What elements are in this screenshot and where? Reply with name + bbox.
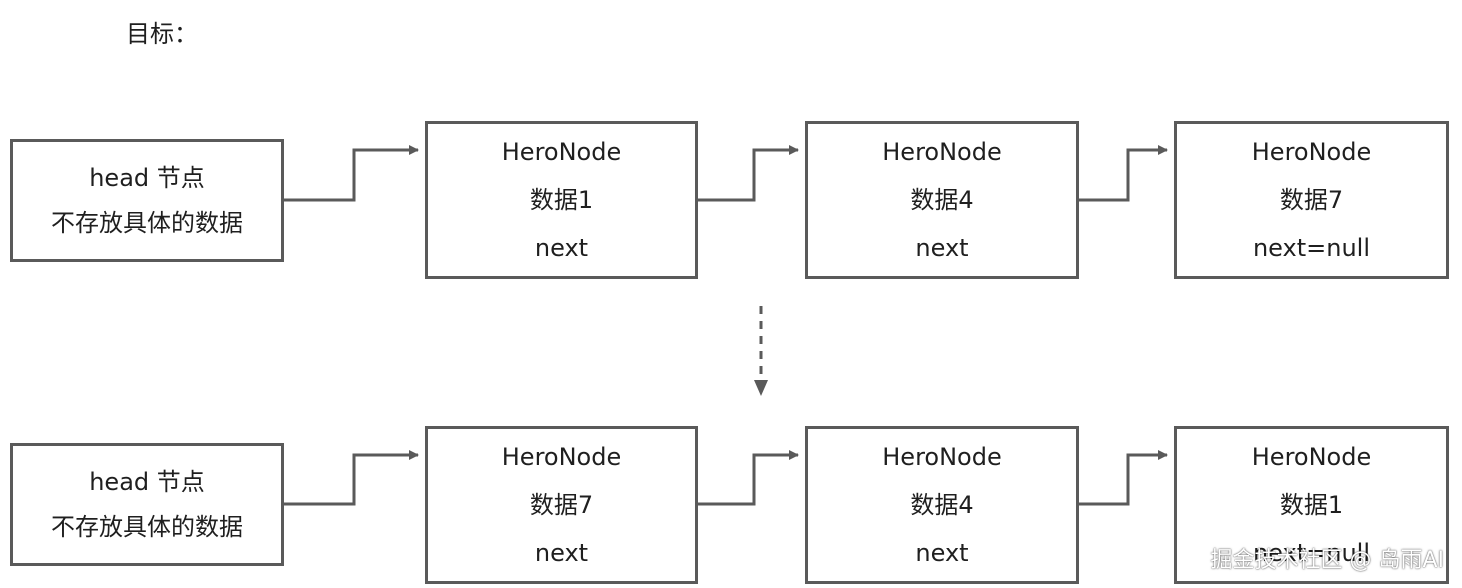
- hero-node-after-1: HeroNode 数据7 next: [425, 426, 698, 584]
- node-data-label: 数据7: [529, 491, 594, 519]
- arrow-head-to-node1-bottom: [283, 450, 419, 506]
- node-data-label: 数据4: [910, 491, 974, 519]
- head-label: head 节点: [89, 467, 205, 496]
- node-data-label: 数据1: [1279, 491, 1344, 519]
- hero-node-before-3: HeroNode 数据7 next=null: [1174, 121, 1449, 279]
- hero-node-before-1: HeroNode 数据1 next: [425, 121, 698, 279]
- node-type-label: HeroNode: [882, 138, 1002, 166]
- node-data-label: 数据4: [910, 186, 974, 214]
- arrow-node2-to-node3-top: [1078, 145, 1168, 202]
- head-label: head 节点: [89, 163, 205, 192]
- watermark-text: 掘金技术社区 @ 岛雨AI: [1210, 548, 1444, 573]
- node-type-label: HeroNode: [1251, 443, 1372, 471]
- node-type-label: HeroNode: [501, 138, 622, 166]
- node-type-label: HeroNode: [501, 443, 622, 471]
- transition-arrowhead: [754, 380, 768, 396]
- head-node-before: head 节点 不存放具体的数据: [10, 139, 284, 262]
- diagram-title: 目标：: [126, 20, 198, 48]
- hero-node-after-2: HeroNode 数据4 next: [805, 426, 1079, 584]
- hero-node-before-2: HeroNode 数据4 next: [805, 121, 1079, 279]
- node-next-label: next: [915, 539, 969, 567]
- head-description: 不存放具体的数据: [51, 208, 243, 237]
- arrow-head-to-node1-top: [283, 145, 419, 202]
- node-data-label: 数据1: [529, 186, 594, 214]
- node-data-label: 数据7: [1279, 186, 1344, 214]
- arrow-node1-to-node2-bottom: [697, 450, 799, 506]
- head-description: 不存放具体的数据: [51, 512, 243, 541]
- arrow-node1-to-node2-top: [697, 145, 799, 202]
- hero-node-after-3: HeroNode 数据1 next=null: [1174, 426, 1449, 584]
- node-next-label: next=null: [1252, 539, 1371, 567]
- node-type-label: HeroNode: [1251, 138, 1372, 166]
- node-next-label: next: [534, 234, 589, 262]
- node-next-label: next: [534, 539, 589, 567]
- node-next-label: next=null: [1252, 234, 1371, 262]
- node-type-label: HeroNode: [882, 443, 1002, 471]
- node-next-label: next: [915, 234, 969, 262]
- arrow-node2-to-node3-bottom: [1078, 450, 1168, 506]
- head-node-after: head 节点 不存放具体的数据: [10, 443, 284, 566]
